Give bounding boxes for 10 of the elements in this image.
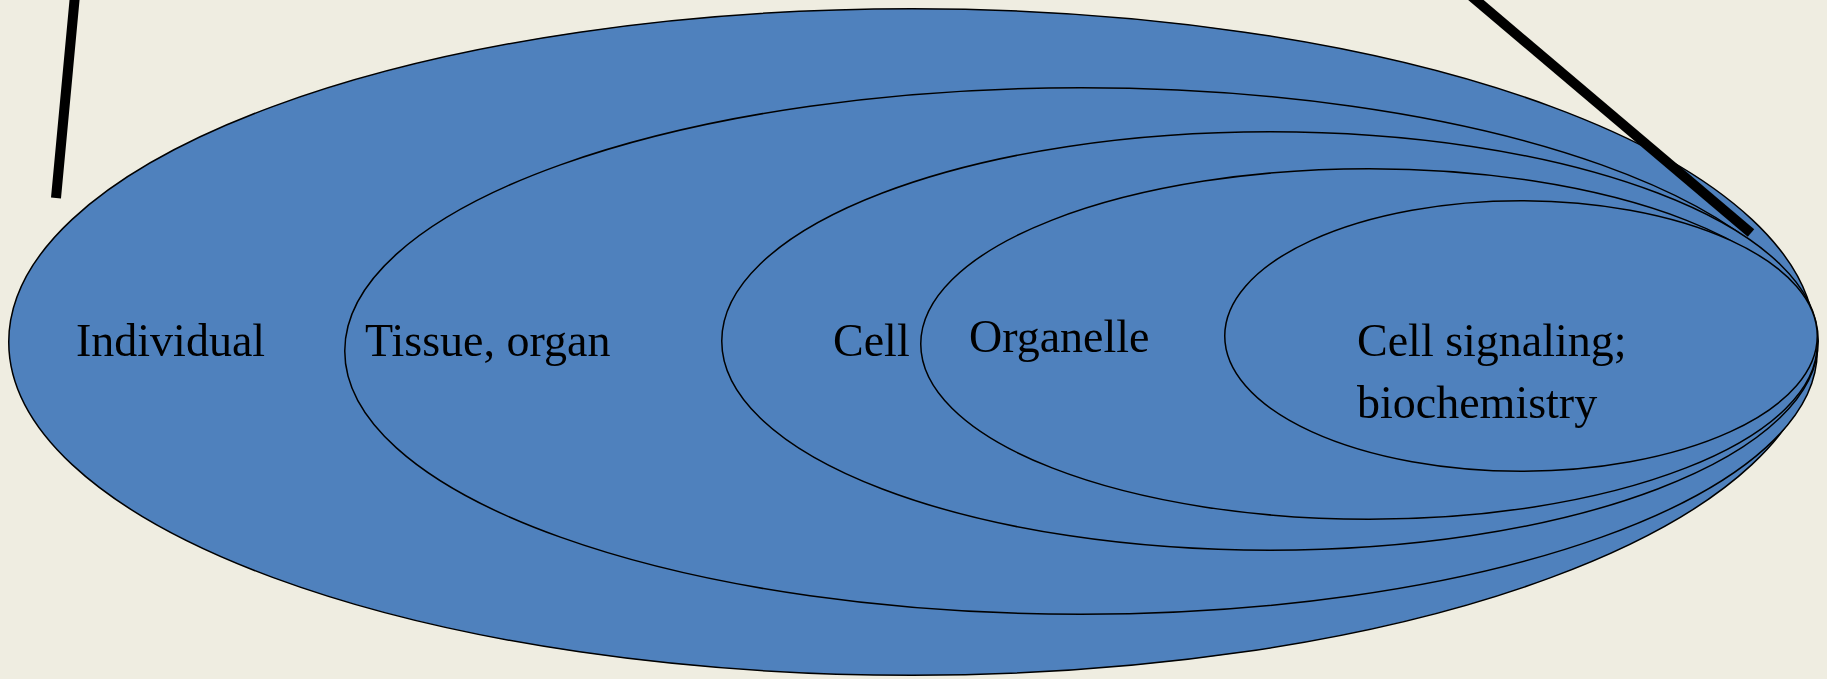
nested-ellipse	[8, 8, 1816, 676]
nested-ellipse	[344, 87, 1818, 615]
ellipse-label: Cell signaling; biochemistry	[1357, 314, 1628, 430]
ellipse-label: Individual	[76, 314, 267, 368]
ellipse-label: Organelle	[969, 310, 1151, 364]
nested-ellipse	[1224, 200, 1818, 472]
nested-ellipse	[920, 168, 1818, 520]
nested-ellipse	[721, 131, 1819, 551]
ellipse-label: Cell	[833, 314, 911, 368]
ellipse-label: Tissue, organ	[365, 314, 612, 368]
